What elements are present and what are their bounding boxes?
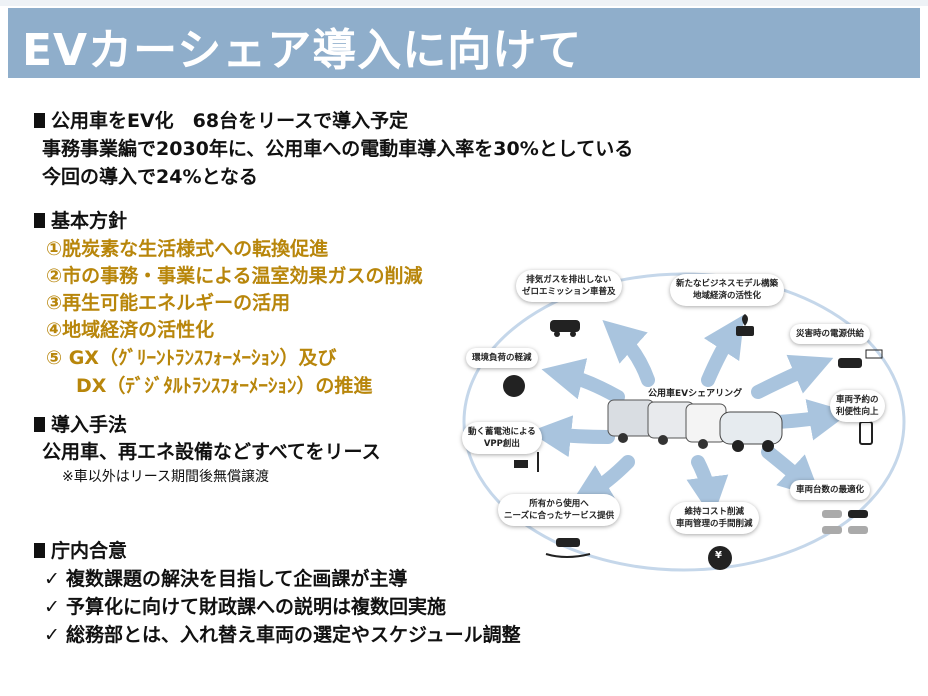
benefit-reservation-line2: 利便性向上 bbox=[836, 407, 879, 417]
top-strip bbox=[0, 0, 928, 6]
benefit-vpp: 動く蓄電池による VPP創出 bbox=[462, 422, 542, 454]
benefit-business-model-line1: 新たなビジネスモデル構築 bbox=[676, 279, 779, 289]
consensus-item-3: ✓ 総務部とは、入れ替え車両の選定やスケジュール調整 bbox=[44, 620, 521, 647]
section-consensus-heading-text: 庁内合意 bbox=[51, 540, 128, 562]
check-icon: ✓ bbox=[44, 568, 60, 590]
policy-item-5-cont: DX（ﾃﾞｼﾞﾀﾙﾄﾗﾝｽﾌｫｰﾒｰｼｮﾝ）の推進 bbox=[76, 375, 373, 397]
policy-item-2: ②市の事務・事業による温室効果ガスの削減 bbox=[46, 265, 423, 287]
benefit-cost-reduce: 維持コスト削減車両管理の手間削減 bbox=[670, 502, 759, 534]
ev-line-1: 事務事業編で2030年に、公用車への電動車導入率を30%としている bbox=[42, 138, 634, 160]
car-on-hand-icon bbox=[545, 538, 591, 558]
benefit-disaster-power: 災害時の電源供給 bbox=[790, 324, 871, 344]
benefit-zero-emission-line2: ゼロエミッション車普及 bbox=[522, 287, 616, 297]
consensus-item-3-text: 総務部とは、入れ替え車両の選定やスケジュール調整 bbox=[66, 624, 521, 646]
benefit-business-model-line2: 地域経済の活性化 bbox=[693, 291, 762, 301]
section-consensus-heading: 庁内合意 bbox=[34, 536, 127, 563]
plant-hand-icon bbox=[736, 314, 754, 336]
section-method-heading-text: 導入手法 bbox=[51, 414, 128, 436]
car-cluster-icon bbox=[607, 399, 783, 452]
benefit-vpp-line2: VPP創出 bbox=[483, 439, 520, 449]
cars-grid-icon bbox=[822, 510, 868, 534]
consensus-item-1-text: 複数課題の解決を目指して企画課が主導 bbox=[66, 568, 408, 590]
section-ev-heading-text: 公用車をEV化 68台をリースで導入予定 bbox=[51, 110, 409, 132]
arrow-to-service bbox=[569, 455, 635, 505]
method-note: ※車以外はリース期間後無償譲渡 bbox=[62, 469, 270, 485]
page-title: EVカーシェア導入に向けて bbox=[22, 25, 583, 76]
benefit-zero-emission: 排気ガスを排出しないゼロエミッション車普及 bbox=[516, 270, 622, 302]
diagram-center-label: 公用車EVシェアリング bbox=[648, 389, 743, 399]
diagram-graphics bbox=[462, 272, 906, 572]
policy-item-1: ①脱炭素な生活様式への転換促進 bbox=[46, 238, 329, 260]
arrow-to-disaster-power bbox=[751, 354, 834, 399]
policy-item-3: ③再生可能エネルギーの活用 bbox=[46, 292, 291, 314]
smartphone-icon bbox=[859, 421, 873, 445]
section-policy-heading-text: 基本方針 bbox=[51, 210, 128, 232]
benefit-zero-emission-line1: 排気ガスを排出しない bbox=[526, 275, 612, 285]
benefit-environment: 環境負荷の軽減 bbox=[466, 348, 538, 368]
benefit-cost-reduce-line2: 車両管理の手間削減 bbox=[676, 519, 753, 529]
section-ev-heading: 公用車をEV化 68台をリースで導入予定 bbox=[34, 106, 408, 133]
arrow-to-environment bbox=[541, 358, 625, 404]
ev-sharing-diagram: 公用車EVシェアリング 排気ガスを排出しないゼロエミッション車普及 新たなビジネ… bbox=[458, 262, 920, 580]
benefit-service: 所有から使用へニーズに合ったサービス提供 bbox=[498, 494, 621, 526]
arrow-to-reservation bbox=[771, 399, 851, 441]
check-icon: ✓ bbox=[44, 624, 60, 646]
section-method-heading: 導入手法 bbox=[34, 410, 127, 437]
title-bar: EVカーシェア導入に向けて bbox=[8, 8, 920, 78]
battery-car-icon bbox=[838, 349, 883, 368]
benefit-business-model: 新たなビジネスモデル構築地域経済の活性化 bbox=[670, 274, 785, 306]
section-policy-heading: 基本方針 bbox=[34, 206, 127, 233]
consensus-item-2-text: 予算化に向けて財政課への説明は複数回実施 bbox=[66, 596, 447, 618]
benefit-vpp-line1: 動く蓄電池による bbox=[468, 427, 536, 437]
benefit-reservation-line1: 車両予約の bbox=[836, 395, 879, 405]
bullet-square-icon bbox=[34, 543, 45, 558]
bullet-square-icon bbox=[34, 113, 45, 128]
arrow-to-zero-emission bbox=[602, 319, 655, 387]
method-line: 公用車、再エネ設備などすべてをリース bbox=[42, 441, 381, 463]
consensus-item-2: ✓ 予算化に向けて財政課への説明は複数回実施 bbox=[44, 592, 446, 619]
yen-icon: ¥ bbox=[715, 550, 722, 561]
policy-item-4: ④地域経済の活性化 bbox=[46, 319, 215, 341]
arrow-to-vpp bbox=[529, 415, 615, 458]
bullet-square-icon bbox=[34, 417, 45, 432]
money-bag-icon bbox=[708, 546, 732, 570]
benefit-cost-reduce-line1: 維持コスト削減 bbox=[684, 507, 745, 517]
consensus-item-1: ✓ 複数課題の解決を目指して企画課が主導 bbox=[44, 564, 407, 591]
benefit-reservation: 車両予約の利便性向上 bbox=[830, 390, 885, 422]
ev-line-2: 今回の導入で24%となる bbox=[42, 166, 258, 188]
solar-wind-icon bbox=[514, 452, 539, 472]
bullet-square-icon bbox=[34, 213, 45, 228]
globe-icon bbox=[503, 375, 525, 397]
benefit-service-line1: 所有から使用へ bbox=[529, 499, 589, 509]
policy-item-5: ⑤ GX（ｸﾞﾘｰﾝﾄﾗﾝｽﾌｫｰﾒｰｼｮﾝ）及び bbox=[46, 347, 337, 369]
arrow-to-business-model bbox=[701, 314, 745, 387]
benefit-fleet-optimize: 車両台数の最適化 bbox=[790, 480, 871, 500]
benefit-service-line2: ニーズに合ったサービス提供 bbox=[504, 511, 615, 521]
ev-car-icon bbox=[550, 320, 580, 337]
check-icon: ✓ bbox=[44, 596, 60, 618]
arrow-to-cost-reduce bbox=[686, 455, 729, 519]
